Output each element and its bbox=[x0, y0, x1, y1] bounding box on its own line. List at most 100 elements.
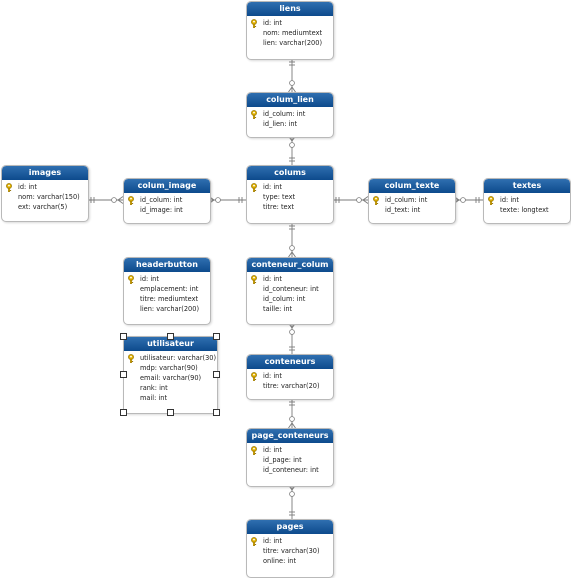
primary-key-icon bbox=[373, 196, 379, 205]
field-text: mail: int bbox=[140, 394, 168, 402]
table-field: titre: text bbox=[247, 202, 333, 212]
resize-handle[interactable] bbox=[166, 409, 174, 416]
primary-key-icon bbox=[251, 446, 257, 455]
table-title[interactable]: colum_image bbox=[124, 179, 210, 193]
relationship-line bbox=[117, 196, 124, 201]
field-text: id_lien: int bbox=[263, 120, 298, 128]
relationship-line bbox=[117, 199, 124, 204]
resize-handle[interactable] bbox=[120, 409, 127, 416]
table-title[interactable]: colums bbox=[247, 166, 333, 180]
field-text: id: int bbox=[140, 275, 159, 283]
relationship-line bbox=[362, 199, 369, 204]
field-text: lien: varchar(200) bbox=[263, 39, 323, 47]
table-field: rank: int bbox=[124, 383, 217, 393]
table-title[interactable]: colum_texte bbox=[369, 179, 455, 193]
table-field: emplacement: int bbox=[124, 284, 210, 294]
relationship-line bbox=[291, 251, 296, 258]
table-field: taille: int bbox=[247, 304, 333, 314]
field-text: mdp: varchar(90) bbox=[140, 364, 198, 372]
primary-key-icon bbox=[251, 372, 257, 381]
table-field: id: int bbox=[124, 274, 210, 284]
table-title[interactable]: page_conteneurs bbox=[247, 429, 333, 443]
primary-key-icon bbox=[251, 275, 257, 284]
table-field: id_colum: int bbox=[247, 294, 333, 304]
primary-key-icon bbox=[251, 183, 257, 192]
field-text: id_page: int bbox=[263, 456, 302, 464]
resize-handle[interactable] bbox=[213, 371, 220, 378]
field-list: id: int texte: longtext bbox=[484, 193, 570, 215]
table-title[interactable]: conteneurs bbox=[247, 355, 333, 369]
field-text: taille: int bbox=[263, 305, 293, 313]
primary-key-icon bbox=[6, 183, 12, 192]
relationship-line bbox=[291, 422, 296, 429]
primary-key-icon bbox=[128, 275, 134, 284]
field-text: id_colum: int bbox=[385, 196, 428, 204]
field-text: lien: varchar(200) bbox=[140, 305, 200, 313]
table-field: texte: longtext bbox=[484, 205, 570, 215]
primary-key-icon bbox=[488, 196, 494, 205]
field-text: ext: varchar(5) bbox=[18, 203, 68, 211]
field-list: utilisateur: varchar(30)mdp: varchar(90)… bbox=[124, 351, 217, 403]
table-title[interactable]: textes bbox=[484, 179, 570, 193]
resize-handle[interactable] bbox=[213, 333, 220, 340]
table-field: id_colum: int bbox=[124, 195, 210, 205]
field-text: titre: mediumtext bbox=[140, 295, 199, 303]
field-text: id_image: int bbox=[140, 206, 183, 214]
table-title[interactable]: headerbutton bbox=[124, 258, 210, 272]
table-field: id_lien: int bbox=[247, 119, 333, 129]
optional-marker bbox=[356, 197, 362, 203]
field-text: id: int bbox=[263, 537, 282, 545]
table-field: mail: int bbox=[124, 393, 217, 403]
field-text: id_colum: int bbox=[263, 110, 306, 118]
field-text: id: int bbox=[263, 275, 282, 283]
field-text: texte: longtext bbox=[500, 206, 549, 214]
resize-handle[interactable] bbox=[120, 371, 127, 378]
resize-handle[interactable] bbox=[120, 333, 127, 340]
field-text: id: int bbox=[500, 196, 519, 204]
field-text: rank: int bbox=[140, 384, 168, 392]
primary-key-icon bbox=[251, 110, 257, 119]
optional-marker bbox=[289, 245, 295, 251]
table-field: id: int bbox=[247, 18, 333, 28]
table-field: id: int bbox=[2, 182, 88, 192]
resize-handle[interactable] bbox=[213, 409, 220, 416]
field-text: nom: mediumtext bbox=[263, 29, 323, 37]
field-text: id: int bbox=[263, 183, 282, 191]
table-field: utilisateur: varchar(30) bbox=[124, 353, 217, 363]
table-field: id: int bbox=[484, 195, 570, 205]
table-field: id_colum: int bbox=[247, 109, 333, 119]
optional-marker bbox=[460, 197, 466, 203]
relationship-line bbox=[288, 86, 293, 93]
table-title[interactable]: conteneur_colum bbox=[247, 258, 333, 272]
table-field: mdp: varchar(90) bbox=[124, 363, 217, 373]
field-text: id_conteneur: int bbox=[263, 285, 319, 293]
optional-marker bbox=[215, 197, 221, 203]
table-colum-lien[interactable]: colum_lien id_colum: int id_lien: int bbox=[246, 92, 334, 138]
table-title[interactable]: liens bbox=[247, 2, 333, 16]
table-textes[interactable]: textes id: int texte: longtext bbox=[483, 178, 571, 224]
table-title[interactable]: utilisateur bbox=[124, 337, 217, 351]
table-field: titre: mediumtext bbox=[124, 294, 210, 304]
table-title[interactable]: images bbox=[2, 166, 88, 180]
resize-handle[interactable] bbox=[166, 333, 174, 340]
table-field: id_conteneur: int bbox=[247, 465, 333, 475]
field-text: titre: varchar(30) bbox=[263, 547, 320, 555]
table-title[interactable]: colum_lien bbox=[247, 93, 333, 107]
table-title[interactable]: pages bbox=[247, 520, 333, 534]
